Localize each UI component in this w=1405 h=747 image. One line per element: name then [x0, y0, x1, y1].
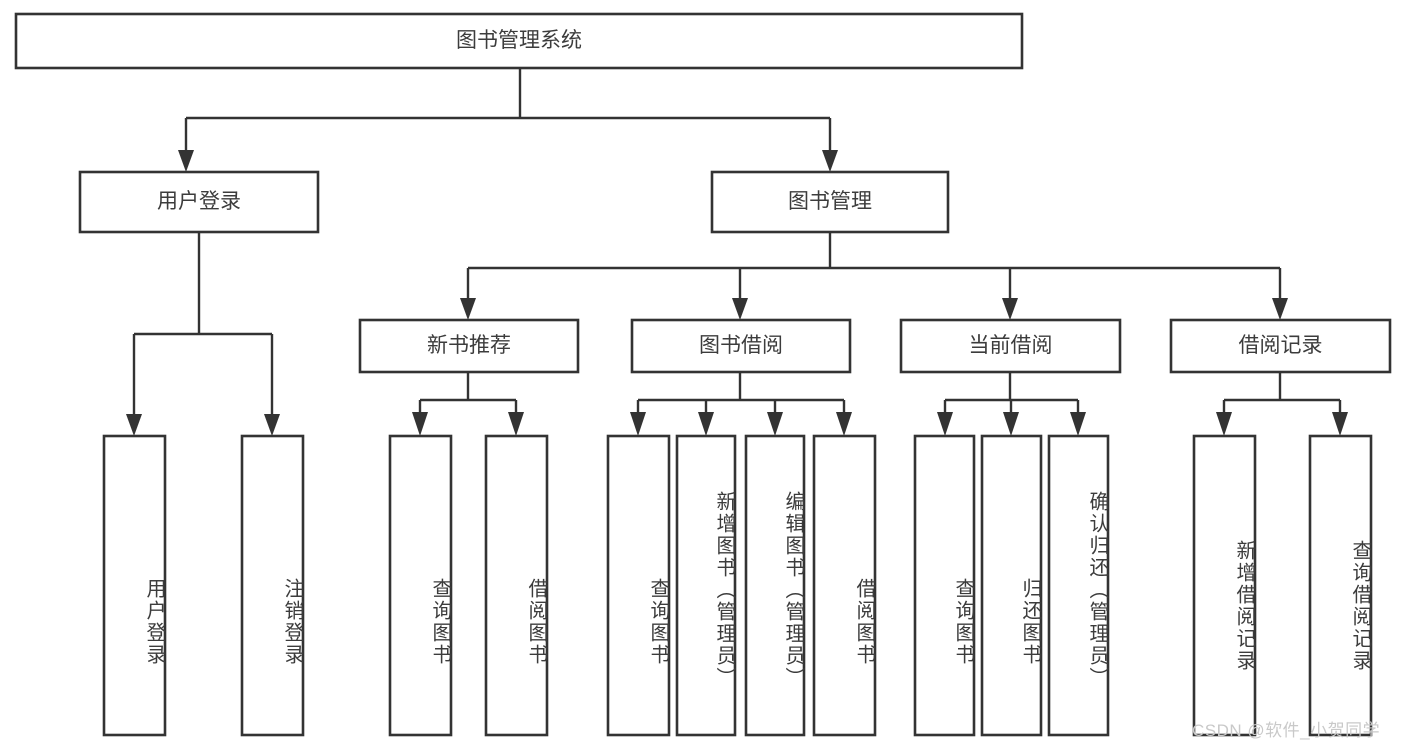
node-book-management[interactable]	[710, 170, 950, 234]
leaf-box[interactable]	[388, 434, 453, 737]
connector-root-to-level2	[178, 68, 838, 172]
node-user-login[interactable]	[78, 170, 320, 234]
node-new-book-recommend[interactable]	[358, 318, 580, 374]
leaf-box[interactable]	[1047, 434, 1110, 737]
connector-borrow-record-to-leaves	[1216, 372, 1348, 436]
node-book-borrow[interactable]	[630, 318, 852, 374]
leaf-box[interactable]	[812, 434, 877, 737]
connector-level2-to-level3	[460, 232, 1288, 320]
leaf-box[interactable]	[675, 434, 737, 737]
node-borrow-record[interactable]	[1169, 318, 1392, 374]
leaf-box[interactable]	[484, 434, 549, 737]
leaf-box[interactable]	[744, 434, 806, 737]
node-root[interactable]	[14, 12, 1024, 70]
leaf-box[interactable]	[1192, 434, 1257, 737]
connector-user-login-to-leaves	[126, 232, 280, 436]
leaf-box[interactable]	[913, 434, 976, 737]
leaf-box[interactable]	[980, 434, 1043, 737]
node-current-borrow[interactable]	[899, 318, 1122, 374]
leaf-box[interactable]	[102, 434, 167, 737]
leaf-box[interactable]	[606, 434, 671, 737]
connector-book-borrow-to-leaves	[630, 372, 852, 436]
leaf-box[interactable]	[240, 434, 305, 737]
connector-current-borrow-to-leaves	[937, 372, 1086, 436]
leaf-box[interactable]	[1308, 434, 1373, 737]
connector-new-book-to-leaves	[412, 372, 524, 436]
